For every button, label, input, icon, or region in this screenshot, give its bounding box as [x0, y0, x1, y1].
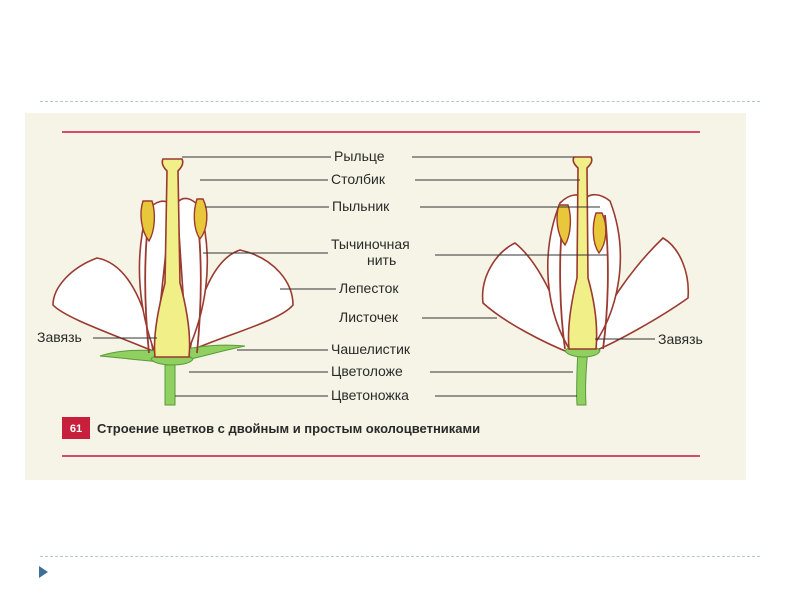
- bullet-arrow-icon: [39, 566, 48, 578]
- label-ovary-left: Завязь: [37, 329, 82, 345]
- label-sepal: Чашелистик: [331, 341, 411, 357]
- label-receptacle: Цветоложе: [331, 363, 403, 379]
- slide-divider-top: [40, 101, 760, 102]
- label-filament-line1: Тычиночная: [331, 236, 410, 252]
- label-ovary-right: Завязь: [658, 331, 703, 347]
- label-tepal: Листочек: [339, 309, 399, 325]
- flower-double-perianth: [53, 159, 293, 405]
- slide-divider-bottom: [40, 556, 760, 557]
- label-anther: Пыльник: [332, 198, 390, 214]
- flower-simple-perianth: [483, 157, 689, 405]
- label-style: Столбик: [331, 171, 386, 187]
- label-stigma: Рыльце: [334, 148, 385, 164]
- left-pedicel: [165, 365, 175, 405]
- label-filament-line2: нить: [367, 252, 396, 268]
- flower-structure-figure: Рыльце Столбик Пыльник Тычиночная нить Л…: [25, 113, 746, 480]
- caption-text: Строение цветков с двойным и простым око…: [97, 421, 480, 436]
- label-petal: Лепесток: [339, 280, 399, 296]
- label-pedicel: Цветоножка: [331, 387, 409, 403]
- flower-diagram: Рыльце Столбик Пыльник Тычиночная нить Л…: [25, 113, 746, 480]
- caption-number: 61: [70, 423, 82, 435]
